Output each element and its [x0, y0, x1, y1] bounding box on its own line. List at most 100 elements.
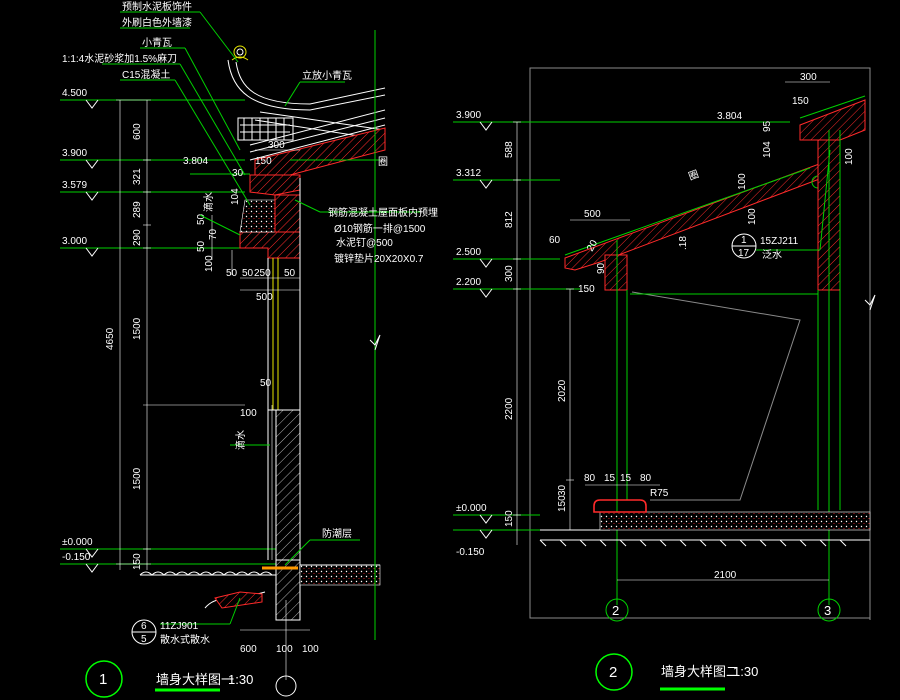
dim-small-500: 500 [256, 292, 273, 303]
detail1-roof [227, 45, 386, 179]
d2-level-2200: 2.200 [456, 277, 481, 288]
d2-dim-small-90: 90 [596, 262, 607, 274]
note-white-paint: 外刷白色外墙漆 [122, 16, 192, 29]
d2-dim-small-104: 104 [762, 141, 773, 158]
detail2-columns [604, 70, 876, 620]
d2-dim-150b: 150 [557, 495, 568, 512]
detail2-dimension-chains [513, 121, 574, 545]
ref-code-11zj901: 11ZJ901 [160, 621, 199, 632]
d2-ref-note-flashing: 泛水 [762, 249, 782, 261]
detail1-ground [139, 564, 381, 609]
note-drip-1: 滴水 [202, 192, 215, 212]
level-0000: ±0.000 [62, 537, 93, 548]
dim-small-50d: 50 [242, 268, 254, 279]
level-3579: 3.579 [62, 180, 87, 191]
d2-dim-small-15a: 15 [604, 473, 616, 484]
detail1-wall [262, 258, 301, 621]
detail1-title-number: 1 [99, 671, 107, 688]
axis-3: 3 [824, 603, 831, 618]
d2-radius-r75: R75 [650, 488, 669, 499]
note-rc-slab: 钢筋混凝土屋面板内预埋 [328, 206, 438, 219]
dim-small-50e: 50 [284, 268, 296, 279]
d2-dim-small-20: 20 [585, 238, 600, 254]
dim-1500-a: 1500 [132, 317, 143, 340]
d2-level-2500: 2.500 [456, 247, 481, 258]
note-drip-2: 滴水 [234, 430, 247, 450]
dim-600: 600 [132, 123, 143, 140]
d2-ref-bottom-17: 17 [738, 248, 750, 259]
d2-note-100a: 100 [737, 173, 748, 190]
detail2-title: 墙身大样图二 [661, 664, 739, 679]
d2-dim-small-300: 300 [800, 72, 817, 83]
ref-note-apron: 散水式散水 [160, 633, 210, 646]
d2-dim-300: 300 [504, 265, 515, 282]
dim-small-104: 104 [230, 188, 241, 205]
detail2-level-lines [453, 121, 790, 531]
dim-small-100: 100 [204, 255, 215, 272]
d2-width-2100: 2100 [714, 570, 737, 581]
ref-bottom-5: 5 [141, 634, 147, 645]
d2-dim-small-80b: 80 [640, 473, 652, 484]
d2-dim-small-60: 60 [549, 235, 561, 246]
note-mortar: 1:1:4水泥砂浆加1.5%麻刀 [62, 52, 177, 65]
d2-dim-2200: 2200 [504, 397, 515, 420]
dim-bottom-100a: 100 [276, 644, 293, 655]
d2-level-3900: 3.900 [456, 110, 481, 121]
dim-bottom-100b: 100 [302, 644, 319, 655]
dim-small-50b: 50 [196, 213, 207, 225]
detail-2: 3.900 3.312 2.500 2.200 ±0.000 -0.150 3.… [453, 67, 876, 691]
dim-289: 289 [132, 201, 143, 218]
detail2-title-number: 2 [609, 664, 617, 681]
d2-note-018: .18 [678, 236, 689, 250]
detail2-small-dims [570, 81, 830, 581]
note-vertical-tile: 立放小青瓦 [302, 69, 352, 82]
d2-dim-150: 150 [504, 510, 515, 527]
d2-note-ring-beam: 圈 [687, 168, 701, 183]
dim-small-100b: 100 [240, 408, 257, 419]
level-4500: 4.500 [62, 88, 87, 99]
dim-small-30: 30 [232, 168, 244, 179]
d2-level-minus-0150: -0.150 [456, 547, 485, 558]
detail1-scale: 1:30 [228, 672, 253, 687]
d2-dim-588: 588 [504, 141, 515, 158]
detail1-eave [239, 174, 301, 560]
d2-dim-small-500: 500 [584, 209, 601, 220]
d2-dim-small-150b: 150 [578, 284, 595, 295]
dim-small-300: 300 [268, 140, 285, 151]
detail1-leaders [102, 11, 420, 625]
detail1-level-lines [60, 99, 280, 565]
detail2-scale: 1:30 [733, 664, 758, 679]
dim-small-50c: 50 [226, 268, 238, 279]
d2-dim-812: 812 [504, 211, 515, 228]
d2-dim-2020: 2020 [557, 379, 568, 402]
level-3900: 3.900 [62, 148, 87, 159]
d2-roof-level-3804: 3.804 [717, 111, 742, 122]
dim-small-70: 70 [208, 228, 219, 240]
d2-ref-top-1: 1 [741, 235, 747, 246]
detail1-title-block [85, 660, 220, 698]
d2-dim-30: 30 [557, 484, 568, 496]
detail1-axis [275, 30, 381, 697]
axis-2: 2 [612, 603, 619, 618]
detail1-dimension-chains [116, 99, 245, 570]
detail2-title-block [595, 653, 725, 691]
dim-small-50a: 50 [196, 240, 207, 252]
ref-top-6: 6 [141, 621, 147, 632]
dim-150: 150 [132, 553, 143, 570]
dim-small-250: 250 [254, 268, 271, 279]
d2-level-0000: ±0.000 [456, 503, 487, 514]
level-3000: 3.000 [62, 236, 87, 247]
detail1-small-dims [211, 149, 310, 631]
dim-1500-b: 1500 [132, 467, 143, 490]
level-minus-0150: -0.150 [62, 552, 91, 563]
detail1-ref-bubble [131, 619, 157, 645]
note-damp-proof: 防潮层 [322, 527, 352, 540]
d2-level-3312: 3.312 [456, 168, 481, 179]
d2-dim-small-150: 150 [792, 96, 809, 107]
detail-1: 4.500 3.900 3.579 3.000 ±0.000 -0.150 3.… [60, 0, 438, 698]
note-c15-concrete: C15混凝土 [122, 68, 170, 81]
dim-bottom-600: 600 [240, 644, 257, 655]
detail1-level-markers [85, 99, 99, 573]
dim-290: 290 [132, 229, 143, 246]
